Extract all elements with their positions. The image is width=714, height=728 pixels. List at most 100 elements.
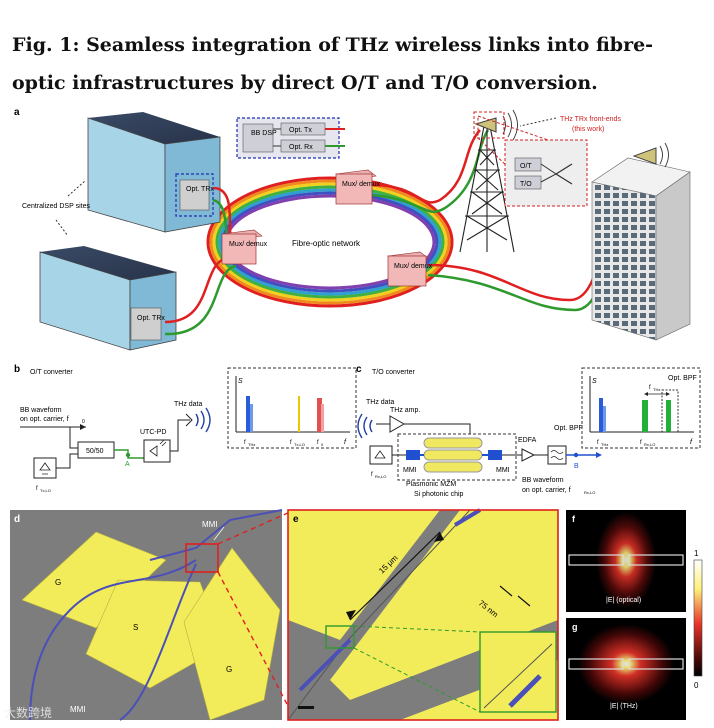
spec-c-thz-top-sub: THz (653, 387, 660, 392)
mux-label-3: Mux/ demux (394, 263, 433, 270)
spec-b-lo-line (298, 396, 300, 432)
spec-c-thz-bar (599, 398, 603, 432)
zoom-connector-d-e (217, 571, 291, 711)
dsp-building-1: Opt. TRx (87, 112, 221, 233)
rx-lo-subscript: Rx,LO (375, 474, 386, 479)
panel-d-label: d (14, 514, 20, 525)
waveguide-e-top (453, 508, 482, 527)
panel-e-label: e (293, 514, 299, 525)
mmi-left (406, 450, 420, 460)
mux-label-2: Mux/ demux (342, 181, 381, 188)
panel-f-caption: |E| (optical) (606, 597, 641, 604)
opt-rx-label: Opt. Rx (289, 144, 313, 151)
ot-label: O/T (520, 163, 532, 170)
spec-b-txlo-sub: Tx,LO (294, 442, 305, 447)
thz-frontend-label: THz TRx front-ends (560, 116, 621, 123)
panel-b: b O/T converter BB waveform on opt. carr… (14, 364, 357, 493)
edfa-icon (521, 448, 536, 462)
electrode-e-left (288, 510, 440, 640)
colorbar-max: 1 (694, 549, 699, 558)
panel-f: f |E| (optical) (566, 510, 686, 612)
opt-trx-label-1: Opt. TRx (186, 186, 214, 193)
point-a-marker (125, 452, 131, 458)
panel-e: 15 μm 75 nm e (287, 508, 559, 721)
electrode-e-mid (330, 510, 558, 700)
mode-g-rail-right (628, 658, 684, 670)
to-label: T/O (520, 181, 532, 188)
zoom-connector-d-e-2 (217, 511, 291, 545)
spec-c-frxlo: f (640, 440, 642, 446)
opt-bpf-label: Opt. BPF (554, 425, 583, 432)
bb-waveform-label: BB waveform (20, 407, 62, 414)
si-chip-label: Si photonic chip (414, 491, 464, 498)
panel-c-label: c (356, 364, 362, 375)
electrode-g1 (21, 531, 167, 629)
rx-lo-laser-icon (369, 445, 393, 465)
network-label: Fibre-optic network (292, 239, 361, 248)
this-work-label: (this work) (572, 126, 604, 133)
watermark: 大数跨境 (4, 706, 53, 720)
frontend-zoom-box (473, 111, 505, 139)
panel-c: c T/O converter THz data THz amp. f Rx,L… (356, 364, 701, 498)
colorbar: 1 0 (693, 549, 703, 690)
point-a-label: A (125, 461, 130, 468)
spec-b-f0-bar (317, 398, 322, 432)
scale-bar (298, 706, 314, 709)
panel-f-label: f (572, 514, 576, 524)
si-chip-box (397, 433, 517, 481)
panel-a: a Fibre-optic network Opt. TRx BB DSP (14, 107, 691, 351)
electrode-g2-label: G (226, 665, 232, 674)
point-b-label: B (574, 463, 579, 470)
dsp-building-2: Opt. TRx (39, 246, 177, 351)
mux-demux-3: Mux/ demux (387, 251, 433, 287)
gap-arrows (499, 585, 531, 607)
skyscraper (591, 142, 691, 341)
spec-c-rxlo-sub: Rx,LO (644, 442, 655, 447)
zoom-box (175, 173, 214, 217)
mux-demux-1: Mux/ demux (221, 229, 268, 265)
inset-connector-1 (353, 625, 481, 633)
spec-b-f0-sub: 0 (321, 442, 324, 447)
mux-label-1: Mux/ demux (229, 241, 268, 248)
spec-b-fthz: f (244, 440, 246, 446)
thz-data-label-b: THz data (174, 401, 203, 408)
dsp-detail-box: BB DSP Opt. Tx Opt. Rx (236, 117, 345, 159)
spec-c-s: S (592, 378, 597, 385)
mmi-right (488, 450, 502, 460)
coupler-label: 50/50 (86, 448, 104, 455)
mmi-bottom-label: MMI (70, 705, 86, 714)
mmi-right-label: MMI (496, 467, 510, 474)
panel-g: g |E| (THz) (566, 618, 686, 720)
antenna-tower (459, 117, 515, 253)
spec-c-thz-sub: THz (601, 442, 608, 447)
spec-c-bpf-window (661, 389, 679, 433)
tower-signal-arcs (502, 109, 518, 141)
mmi-left-label: MMI (403, 467, 417, 474)
on-carrier-label-c: on opt. carrier, f (522, 487, 571, 494)
colorbar-min: 0 (694, 681, 699, 690)
edfa-label: EDFA (518, 437, 537, 444)
inset-waveguide (508, 674, 542, 708)
panel-b-label: b (14, 364, 20, 375)
f-tx-lo-label: f (36, 486, 38, 492)
electrode-g2 (183, 547, 281, 721)
on-carrier-label: on opt. carrier, f (20, 416, 69, 423)
spec-b-ftxlo: f (290, 440, 292, 446)
inset-slot (483, 643, 553, 709)
thz-amp-label: THz amp. (390, 407, 420, 414)
spectrum-c: S f f THz Opt. BPF f THz f Rx,LO (581, 367, 701, 449)
spec-b-thz-bar (246, 396, 250, 432)
thz-reception-arcs-c (357, 413, 373, 439)
electrode-g1-label: G (55, 578, 61, 587)
waveguide-down (119, 563, 197, 721)
mzm-arm-bottom (423, 461, 483, 473)
bb-dsp-label: BB DSP (251, 130, 277, 137)
dsp-sites-label: Centralized DSP sites (22, 203, 90, 210)
spec-c-lo-bar (642, 400, 648, 432)
mode-f-rail-left (568, 554, 624, 566)
tx-lo-subscript: Tx,LO (40, 488, 51, 493)
rx-lo-subscript-c: Rx,LO (584, 490, 595, 495)
mmi-top-label: MMI (202, 520, 218, 529)
mode-f-rail-right (628, 554, 684, 566)
spec-c-f: f (690, 439, 693, 446)
